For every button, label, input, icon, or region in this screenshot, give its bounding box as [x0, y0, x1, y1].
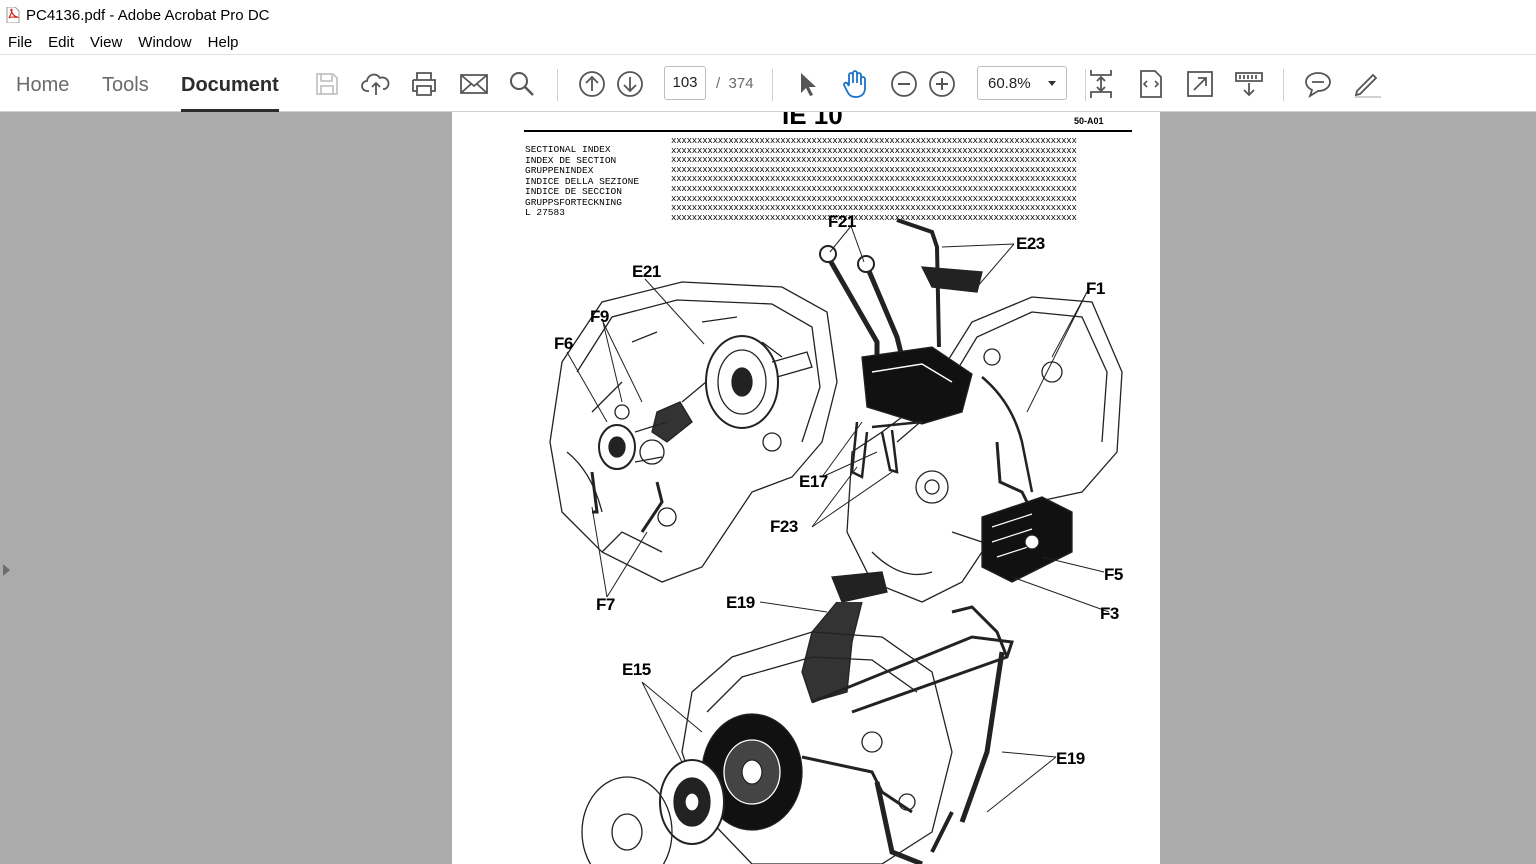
upload-icon[interactable] — [361, 69, 391, 99]
menu-window[interactable]: Window — [138, 33, 192, 51]
exploded-parts-drawing — [549, 218, 1123, 864]
page-heading: IE 10 — [782, 112, 843, 130]
callout-e23: E23 — [1016, 234, 1045, 253]
callout-f7: F7 — [596, 595, 615, 614]
save-icon[interactable] — [312, 69, 342, 99]
title-bar: PC4136.pdf - Adobe Acrobat Pro DC — [0, 0, 1536, 30]
zoom-in-icon[interactable] — [927, 69, 957, 99]
tab-tools[interactable]: Tools — [102, 74, 149, 96]
expand-panel-icon[interactable] — [3, 564, 10, 576]
index-line: INDEX DE SECTION — [525, 154, 617, 166]
x-row: xxxxxxxxxxxxxxxxxxxxxxxxxxxxxxxxxxxxxxxx… — [671, 174, 1077, 185]
menu-bar: File Edit View Window Help — [0, 30, 1536, 54]
pen-icon[interactable] — [1352, 69, 1382, 99]
search-icon[interactable] — [507, 69, 537, 99]
callout-f5: F5 — [1104, 565, 1123, 584]
callout-e17: E17 — [799, 472, 828, 491]
menu-edit[interactable]: Edit — [48, 33, 75, 51]
index-line: INDICE DELLA SEZIONE — [525, 175, 640, 187]
index-line: L 27583 — [525, 207, 565, 218]
menu-help[interactable]: Help — [207, 33, 239, 51]
pdf-file-icon — [6, 6, 20, 24]
window-title: PC4136.pdf - Adobe Acrobat Pro DC — [26, 6, 270, 24]
zoom-out-icon[interactable] — [889, 69, 919, 99]
document-viewport[interactable]: IE 10 50-A01 SECTIONAL INDEX INDEX DE SE… — [0, 112, 1536, 864]
x-row: xxxxxxxxxxxxxxxxxxxxxxxxxxxxxxxxxxxxxxxx… — [671, 155, 1077, 166]
x-row: xxxxxxxxxxxxxxxxxxxxxxxxxxxxxxxxxxxxxxxx… — [671, 193, 1077, 204]
zoom-select[interactable]: 60.8% — [977, 66, 1067, 100]
callout-f23: F23 — [770, 517, 798, 536]
x-row: xxxxxxxxxxxxxxxxxxxxxxxxxxxxxxxxxxxxxxxx… — [671, 145, 1077, 156]
callout-f6: F6 — [554, 334, 573, 353]
x-row: xxxxxxxxxxxxxxxxxxxxxxxxxxxxxxxxxxxxxxxx… — [671, 212, 1077, 223]
page-code: 50-A01 — [1074, 116, 1104, 126]
page-number-input[interactable]: 103 — [664, 66, 706, 100]
x-row: xxxxxxxxxxxxxxxxxxxxxxxxxxxxxxxxxxxxxxxx… — [671, 137, 1077, 146]
callout-e19-pedal: E19 — [726, 593, 755, 612]
toolbar-separator — [1283, 69, 1284, 101]
x-row: xxxxxxxxxxxxxxxxxxxxxxxxxxxxxxxxxxxxxxxx… — [671, 203, 1077, 214]
sectional-index-list: SECTIONAL INDEX INDEX DE SECTION GRUPPEN… — [525, 144, 640, 219]
callout-e21: E21 — [632, 262, 661, 281]
x-row: xxxxxxxxxxxxxxxxxxxxxxxxxxxxxxxxxxxxxxxx… — [671, 183, 1077, 194]
next-page-icon[interactable] — [615, 69, 645, 99]
toolbar-separator — [1085, 69, 1086, 101]
toolbar-separator — [557, 69, 558, 101]
callout-f21: F21 — [828, 212, 856, 231]
callout-f1: F1 — [1086, 279, 1105, 298]
callout-f9: F9 — [590, 307, 609, 326]
read-mode-icon[interactable] — [1234, 69, 1264, 99]
menu-view[interactable]: View — [90, 33, 123, 51]
chevron-down-icon — [1048, 81, 1056, 86]
toolbar-separator — [772, 69, 773, 101]
callout-f3: F3 — [1100, 604, 1119, 623]
comment-icon[interactable] — [1303, 69, 1333, 99]
index-line: SECTIONAL INDEX — [525, 144, 611, 155]
x-row: xxxxxxxxxxxxxxxxxxxxxxxxxxxxxxxxxxxxxxxx… — [671, 164, 1077, 175]
print-icon[interactable] — [409, 69, 439, 99]
zoom-value: 60.8% — [988, 75, 1031, 92]
callout-e15: E15 — [622, 660, 651, 679]
scroll-mode-icon[interactable] — [1086, 69, 1116, 99]
mail-icon[interactable] — [459, 69, 489, 99]
previous-page-icon[interactable] — [577, 69, 607, 99]
page-count: / 374 — [716, 75, 754, 92]
toolbar: Home Tools Document 103 / 374 60.8% — [0, 54, 1536, 112]
callout-e19-linkage: E19 — [1056, 749, 1085, 768]
placeholder-x-block: xxxxxxxxxxxxxxxxxxxxxxxxxxxxxxxxxxxxxxxx… — [671, 137, 1131, 223]
select-pointer-icon[interactable] — [792, 69, 822, 99]
full-screen-icon[interactable] — [1185, 69, 1215, 99]
tab-document[interactable]: Document — [181, 55, 279, 112]
index-line: GRUPPENINDEX — [525, 165, 594, 176]
index-line: GRUPPSFORTECKNING — [525, 196, 622, 208]
hand-tool-icon[interactable] — [840, 69, 870, 99]
header-rule — [524, 130, 1132, 132]
pdf-page: IE 10 50-A01 SECTIONAL INDEX INDEX DE SE… — [452, 112, 1160, 864]
menu-file[interactable]: File — [8, 33, 33, 51]
index-line: INDICE DE SECCION — [525, 186, 622, 197]
fit-page-icon[interactable] — [1136, 69, 1166, 99]
tab-home[interactable]: Home — [16, 74, 70, 96]
